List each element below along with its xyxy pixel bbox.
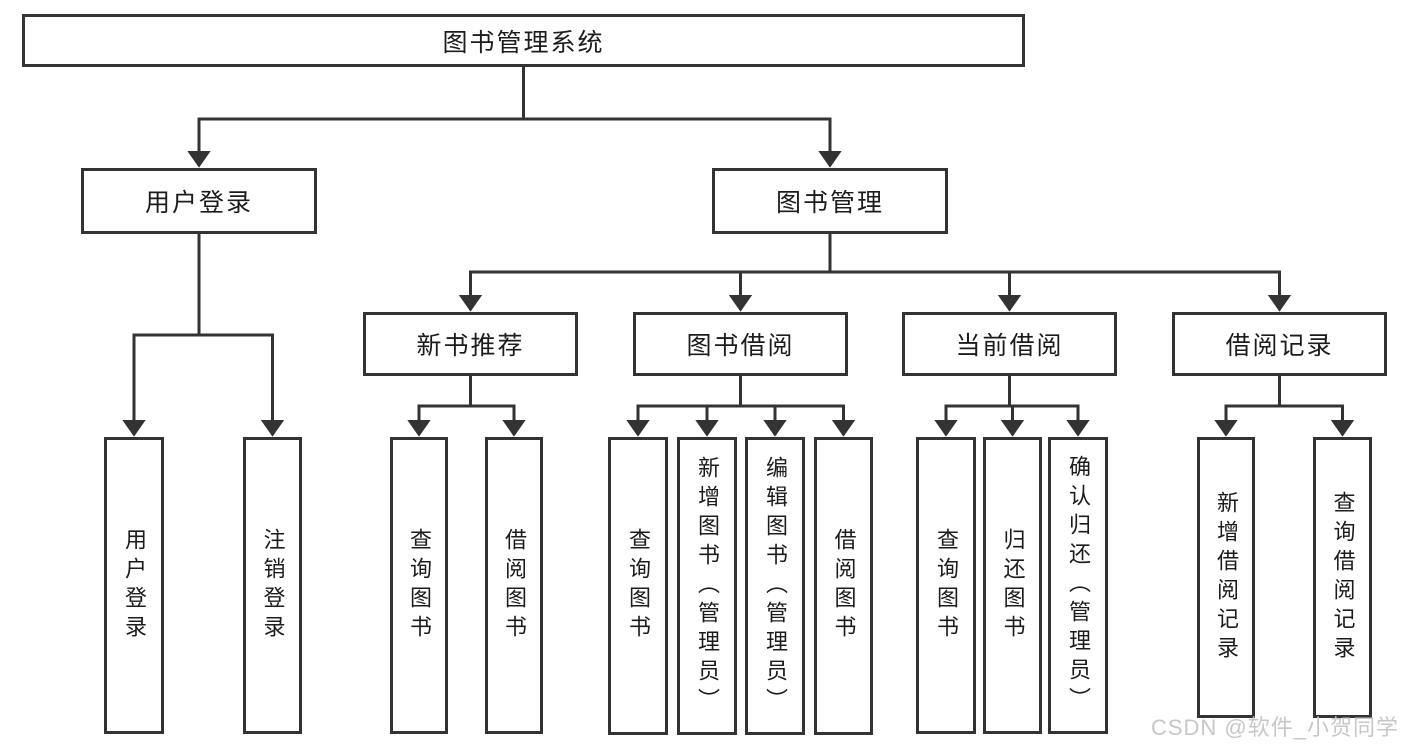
node-cb-confirm: 确认归还（管理员） <box>1048 437 1108 734</box>
node-login: 用户登录 <box>104 437 164 734</box>
node-bb-add: 新增图书（管理员） <box>677 437 737 735</box>
node-user-login: 用户登录 <box>81 168 317 234</box>
node-book-borrow: 图书借阅 <box>633 312 848 376</box>
node-bb-edit: 编辑图书（管理员） <box>745 437 805 735</box>
node-book-mgmt: 图书管理 <box>712 168 948 234</box>
csdn-watermark: CSDN @软件_小贺同学 <box>1150 715 1399 740</box>
node-root: 图书管理系统 <box>22 14 1025 67</box>
node-br-add: 新增借阅记录 <box>1197 437 1255 718</box>
node-nbr-borrow: 借阅图书 <box>485 437 543 734</box>
node-current-borrow: 当前借阅 <box>902 312 1117 376</box>
node-borrow-records: 借阅记录 <box>1172 312 1387 376</box>
node-logout: 注销登录 <box>243 437 302 734</box>
node-cb-query: 查询图书 <box>916 437 976 734</box>
node-bb-borrow: 借阅图书 <box>814 437 873 735</box>
node-bb-query: 查询图书 <box>608 437 668 735</box>
node-cb-return: 归还图书 <box>983 437 1042 734</box>
node-br-query: 查询借阅记录 <box>1313 437 1372 718</box>
node-new-book-rec: 新书推荐 <box>363 312 578 376</box>
node-nbr-query: 查询图书 <box>390 437 448 734</box>
